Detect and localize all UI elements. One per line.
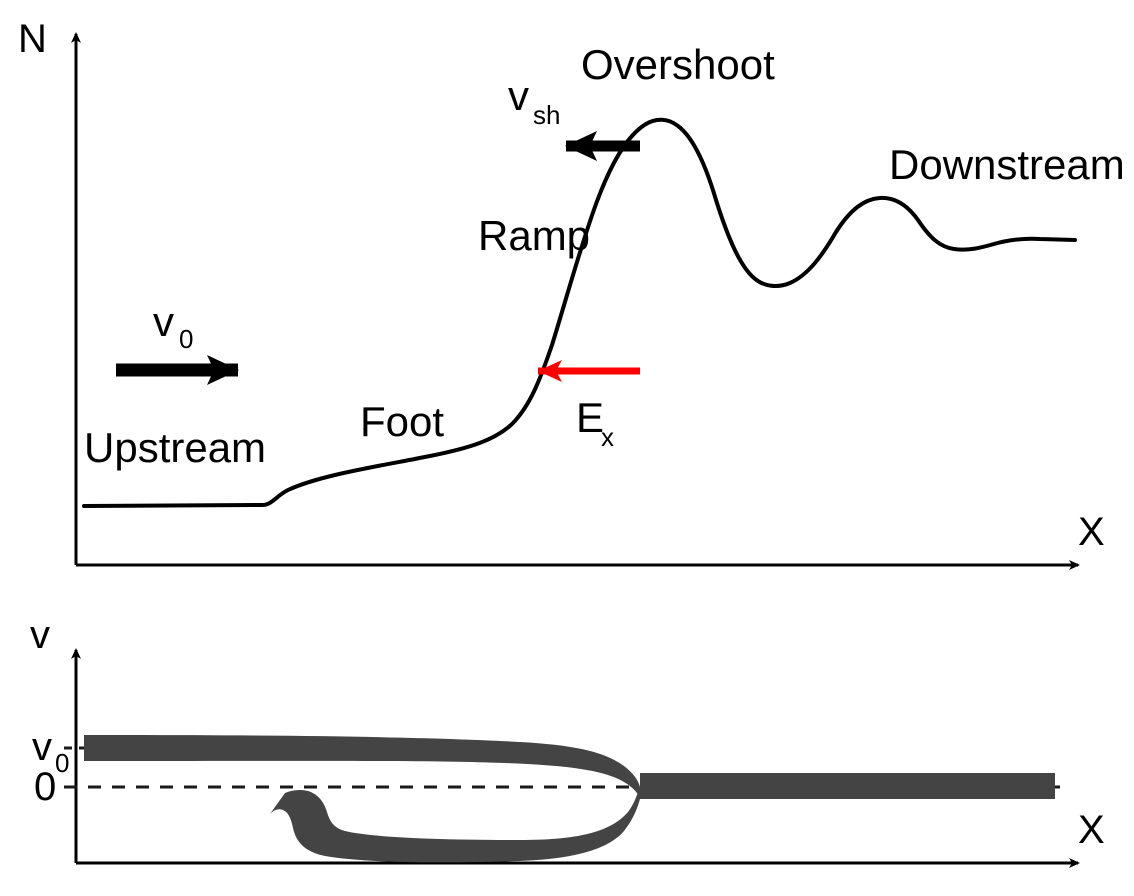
vsh-arrow: v sh xyxy=(508,72,640,161)
n-axis-label: N xyxy=(18,17,47,61)
ramp-label: Ramp xyxy=(478,212,590,259)
v0-arrow-sublabel: 0 xyxy=(179,324,193,354)
x-axis-label-top: X xyxy=(1078,510,1105,554)
zero-tick-label: 0 xyxy=(34,765,56,809)
v0-tick-sublabel: 0 xyxy=(55,748,69,778)
incoming-beam-band xyxy=(84,735,1055,799)
x-axis-label-bottom: X xyxy=(1078,808,1105,852)
density-profile-panel: N X v 0 v sh E x Upstrea xyxy=(18,17,1125,570)
downstream-label: Downstream xyxy=(889,141,1125,188)
reflected-beam-band xyxy=(270,787,640,863)
v-axis-label: v xyxy=(30,613,50,657)
v0-tick-label: v xyxy=(32,725,52,769)
v0-arrow: v 0 xyxy=(116,298,239,385)
vsh-arrow-label: v xyxy=(508,72,529,119)
upstream-label: Upstream xyxy=(84,424,266,471)
ex-arrow: E x xyxy=(538,360,640,452)
vsh-arrow-sublabel: sh xyxy=(533,100,560,130)
ex-arrow-label: E xyxy=(576,394,604,441)
ex-arrow-sublabel: x xyxy=(601,422,614,452)
overshoot-label: Overshoot xyxy=(581,41,775,88)
density-curve xyxy=(82,117,1077,508)
foot-label: Foot xyxy=(360,398,444,445)
v0-arrow-label: v xyxy=(153,298,174,345)
velocity-phase-panel: v X v 0 0 xyxy=(30,613,1105,868)
